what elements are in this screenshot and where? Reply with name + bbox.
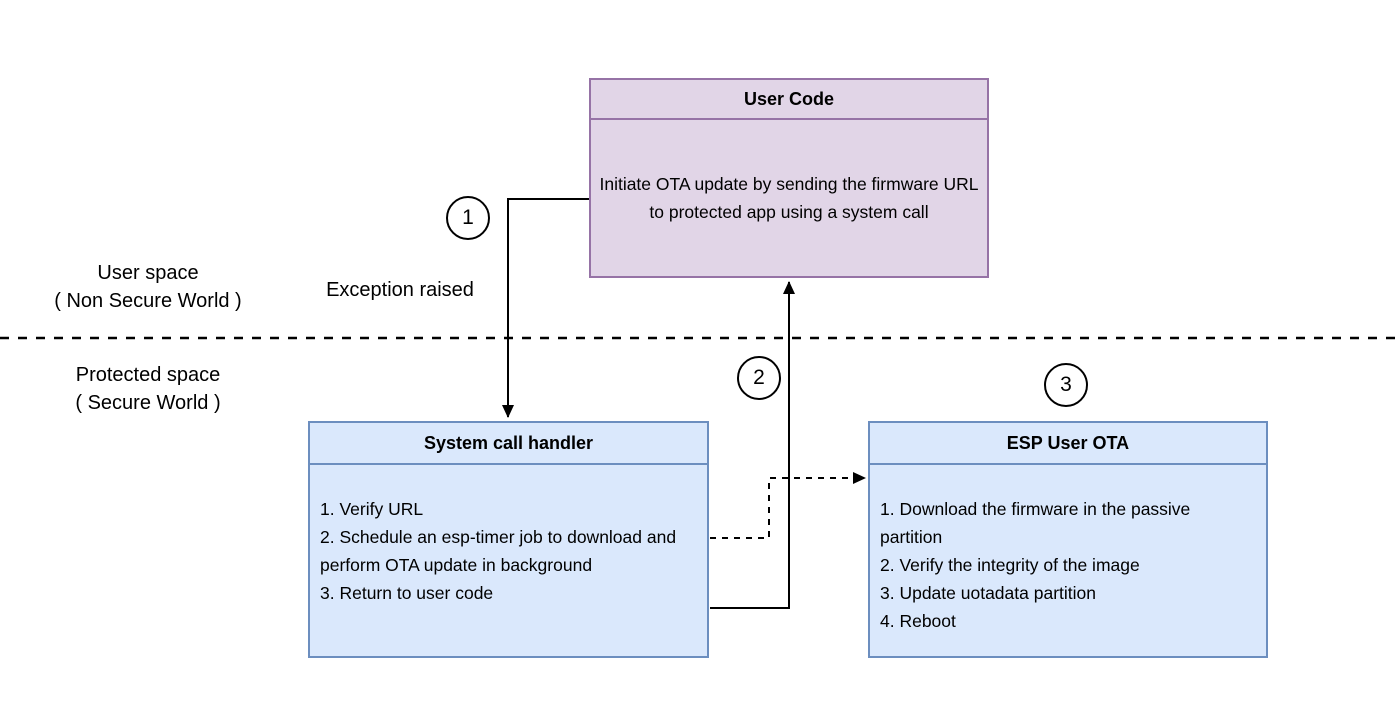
node-esp-user-ota-title: ESP User OTA [870,423,1266,465]
zone-user-space-line1: User space [97,262,199,284]
step-circle-2: 2 [737,356,781,400]
node-user-code: User Code Initiate OTA update by sending… [589,78,989,278]
step-circle-1-number: 1 [462,206,474,229]
exception-raised-label: Exception raised [326,279,474,301]
node-system-call-handler-step: 2. Schedule an esp-timer job to download… [320,527,677,575]
arrow-system-call-handler-to-esp-user-ota [710,472,866,539]
node-esp-user-ota-body: 1. Download the firmware in the passive … [870,465,1266,656]
zone-protected-space-line2: ( Secure World ) [75,392,221,414]
zone-label-protected-space: Protected space ( Secure World ) [18,361,278,417]
node-user-code-body-text: Initiate OTA update by sending the firmw… [599,174,979,222]
zone-label-user-space: User space ( Non Secure World ) [18,259,278,315]
node-system-call-handler-step: 1. Verify URL [320,499,424,519]
node-system-call-handler-title: System call handler [310,423,707,465]
step-circle-3: 3 [1044,363,1088,407]
step-circle-3-number: 3 [1060,373,1072,396]
node-system-call-handler-body: 1. Verify URL 2. Schedule an esp-timer j… [310,465,707,656]
node-esp-user-ota-step: 2. Verify the integrity of the image [880,555,1140,575]
node-esp-user-ota-step: 4. Reboot [880,611,956,631]
node-esp-user-ota-step: 1. Download the firmware in the passive … [880,499,1191,547]
arrow-system-call-handler-to-user-code [710,281,795,609]
node-system-call-handler-step: 3. Return to user code [320,583,494,603]
node-system-call-handler: System call handler 1. Verify URL 2. Sch… [308,421,709,658]
step-circle-1: 1 [446,196,490,240]
zone-protected-space-line1: Protected space [75,364,221,386]
arrow-user-code-to-system-call-handler [502,198,590,418]
node-user-code-body: Initiate OTA update by sending the firmw… [591,120,987,276]
node-user-code-title: User Code [591,80,987,120]
zone-user-space-line2: ( Non Secure World ) [54,290,242,312]
node-esp-user-ota-step: 3. Update uotadata partition [880,583,1096,603]
node-esp-user-ota: ESP User OTA 1. Download the firmware in… [868,421,1268,658]
step-circle-2-number: 2 [753,366,765,389]
